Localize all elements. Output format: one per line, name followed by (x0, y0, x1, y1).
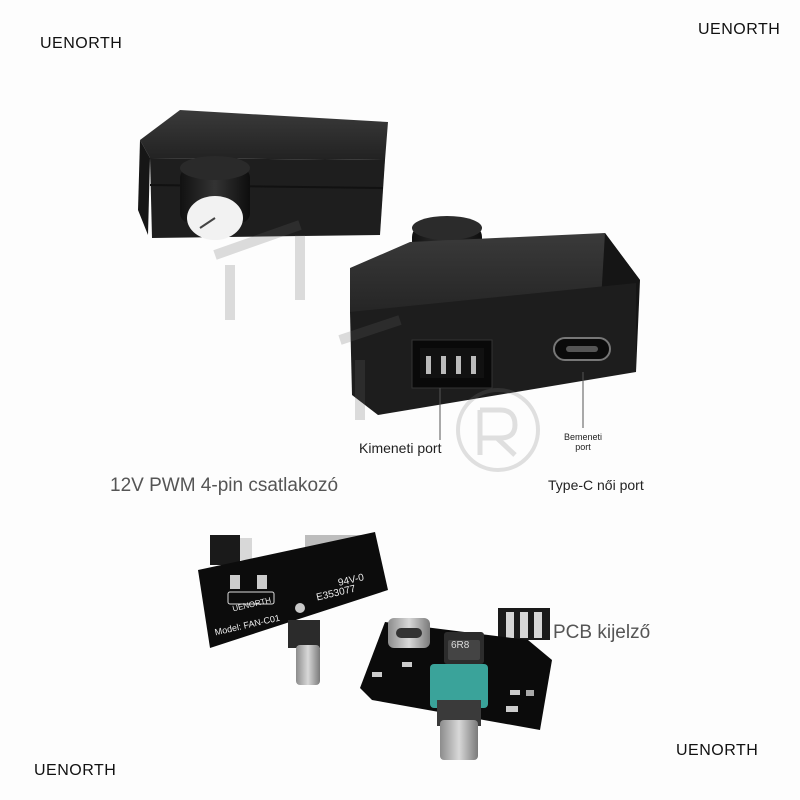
pcb-display-label: PCB kijelző (553, 622, 651, 643)
input-port-label-line1: Bemeneti (563, 432, 603, 442)
watermark-bottom-left: UENORTH (34, 762, 117, 779)
pcb-module-rear (198, 532, 388, 685)
typec-label: Type-C női port (548, 477, 644, 493)
pcb-module-front (360, 608, 552, 760)
inductor-code-text: 6R8 (451, 640, 470, 651)
output-port-label: Kimeneti port (359, 440, 442, 456)
knob-back (180, 156, 250, 240)
enclosure-front (350, 216, 640, 440)
input-port-label: Bemeneti port (555, 432, 611, 452)
typec-port (553, 337, 611, 361)
watermark-top-left: UENORTH (40, 35, 123, 52)
watermark-top-right: UENORTH (698, 21, 781, 38)
watermark-bottom-right: UENORTH (676, 742, 759, 759)
input-port-label-line2: port (575, 442, 591, 452)
pwm-header (411, 339, 493, 389)
faint-watermark (213, 220, 540, 472)
connector-label: 12V PWM 4-pin csatlakozó (110, 475, 339, 496)
enclosure-back (138, 110, 388, 240)
